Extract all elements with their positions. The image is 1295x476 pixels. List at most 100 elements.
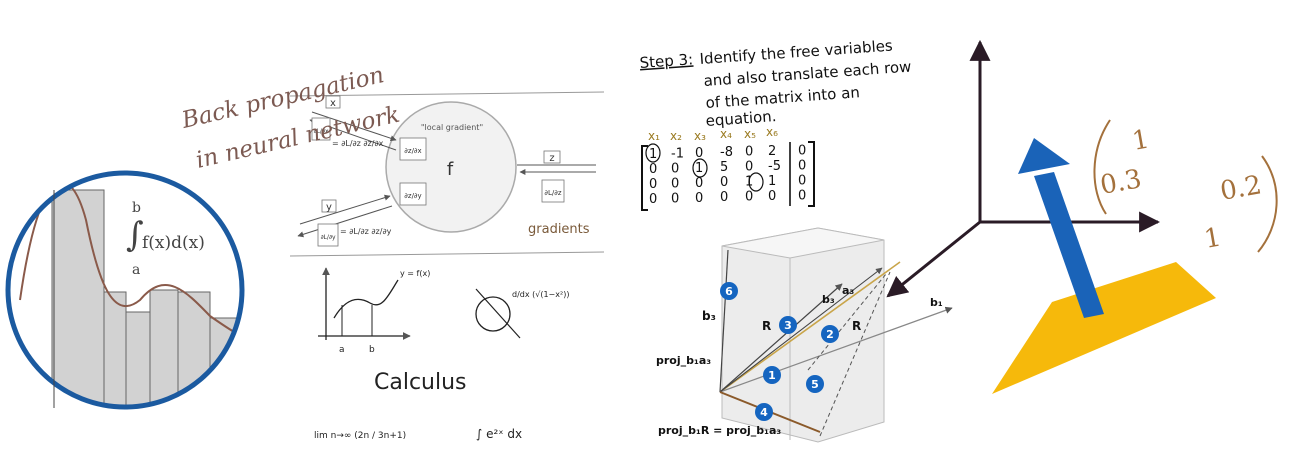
step3-lead: Step 3: <box>639 50 694 72</box>
local-grad-x: ∂z/∂x <box>404 147 421 155</box>
chain-rule-y: = ∂L/∂z ∂z/∂y <box>340 227 392 236</box>
matrix-cell: 2 <box>768 144 776 159</box>
matrix-cell: 0 <box>768 189 776 204</box>
pivot-circle <box>692 158 708 178</box>
step-badge-number: 4 <box>760 406 768 419</box>
yellow-plane <box>992 262 1216 394</box>
label-a3: a₃ <box>842 284 854 297</box>
label-b1: b₁ <box>930 296 943 309</box>
matrix-cell: 0 <box>798 143 806 158</box>
label-proj-a3: proj_b₁a₃ <box>656 354 711 367</box>
sketch-curve <box>333 279 399 319</box>
limit-expression: lim n→∞ (2n / 3n+1) <box>314 431 406 441</box>
matrix-cell: 0 <box>745 160 753 175</box>
label-b3-inner: b₃ <box>822 293 835 306</box>
integral-lower: a <box>132 262 140 278</box>
matrix-cell: 0 <box>649 192 657 207</box>
matrix-header: x₁ <box>648 129 660 143</box>
node-label: f <box>447 159 454 180</box>
matrix-cell: 0 <box>720 175 728 190</box>
step-badge-number: 2 <box>826 328 834 341</box>
calculus-word: Calculus <box>374 370 467 395</box>
tick-a: a <box>339 345 345 355</box>
local-grad-y: ∂z/∂y <box>404 192 421 200</box>
step-badge <box>755 403 773 421</box>
matrix-header: x₅ <box>744 127 756 141</box>
grad-z-label: ∂L/∂z <box>544 189 561 197</box>
matrix-header: x₆ <box>766 125 778 139</box>
matrix-cell: 0 <box>798 173 806 188</box>
riemann-bar <box>51 189 105 407</box>
matrix-header: x₃ <box>694 129 706 143</box>
matrix-cell: -5 <box>768 159 781 174</box>
step-badge <box>806 375 824 393</box>
integral-expression-2: ∫ e²ˣ dx <box>476 427 522 441</box>
integral-sign: ∫ <box>126 215 144 255</box>
blue-vector-head <box>1018 138 1070 174</box>
sketch-circle <box>475 296 511 332</box>
matrix-cell: 0 <box>745 145 753 160</box>
chain-rule-x: = ∂L/∂z ∂z/∂x <box>332 139 384 148</box>
input-y-label: y <box>326 202 332 213</box>
step3-note: Step 3: Identify the free variables and … <box>639 37 912 211</box>
matrix-cell: 0 <box>671 176 679 191</box>
matrix-cell: 0 <box>695 146 703 161</box>
step-badge <box>720 282 738 300</box>
matrix-cell: 1 <box>649 147 657 162</box>
matrix-cell: 0 <box>695 191 703 206</box>
output-z-label: z <box>549 153 554 164</box>
matrix-cell: 0 <box>671 161 679 176</box>
grad-x-label: ∂L/∂x <box>313 128 329 135</box>
riemann-bar <box>103 291 127 407</box>
matrix-cell: 0 <box>695 176 703 191</box>
matrix-cell: 0 <box>649 177 657 192</box>
matrix-cell: 1 <box>695 161 703 176</box>
local-gradient-label: "local gradient" <box>421 123 483 132</box>
riemann-sum-illustration: ∫ b a f(x)d(x) <box>5 170 245 410</box>
matrix-cell: 0 <box>720 190 728 205</box>
riemann-bar <box>209 317 242 407</box>
label-R-left: R <box>762 319 771 333</box>
matrix-header: x₂ <box>670 129 682 143</box>
pivot-circle <box>748 172 764 192</box>
calculus-sketch: y = f(x) a b d/dx (√(1−x²)) Calculus lim… <box>314 267 569 441</box>
backprop-diagram: "local gradient" f ∂z/∂x ∂z/∂y x ∂L/∂x =… <box>179 62 605 257</box>
tick-b: b <box>369 345 375 355</box>
gradients-label: gradients <box>528 222 590 237</box>
step-badge <box>779 316 797 334</box>
projection-diagram: b₃ b₃ a₃ b₁ R R proj_b₁a₃ proj_b₁R = pro… <box>656 227 953 443</box>
step3-line4: equation. <box>705 107 777 130</box>
blue-vector-shaft <box>1034 172 1104 318</box>
step-badge-number: 3 <box>784 319 792 332</box>
matrix-entry: 1 <box>1130 124 1152 156</box>
step-badge <box>821 325 839 343</box>
derivative-expression: d/dx (√(1−x²)) <box>512 290 569 299</box>
label-b3-left: b₃ <box>702 309 716 323</box>
matrix-cell: -1 <box>671 146 684 161</box>
matrix-2x2: 1 0.2 0.3 1 <box>1093 119 1278 255</box>
label-R-right: R <box>852 319 861 333</box>
matrix-header: x₄ <box>720 127 732 141</box>
step-badge-number: 1 <box>768 369 776 382</box>
matrix-cell: 0 <box>671 191 679 206</box>
input-x-label: x <box>330 98 336 109</box>
riemann-bar <box>125 311 151 407</box>
matrix-cell: 1 <box>768 174 776 189</box>
matrix-cell: -8 <box>720 145 733 160</box>
riemann-bar <box>149 289 179 407</box>
step-badge-number: 6 <box>725 285 733 298</box>
label-proj-R: proj_b₁R = proj_b₁a₃ <box>658 424 781 437</box>
matrix-headers: x₁ x₂ x₃ x₄ x₅ x₆ <box>648 125 778 143</box>
matrix-cell: 0 <box>649 162 657 177</box>
curve-label: y = f(x) <box>400 269 430 278</box>
matrix-cell: 0 <box>798 158 806 173</box>
integral-upper: b <box>132 200 141 216</box>
integral-expression: f(x)d(x) <box>142 233 205 253</box>
vector-plane-illustration <box>886 39 1216 394</box>
blue-circle <box>5 170 245 410</box>
matrix-entry: 0.3 <box>1098 164 1144 201</box>
matrix-entry: 0.2 <box>1218 170 1264 207</box>
